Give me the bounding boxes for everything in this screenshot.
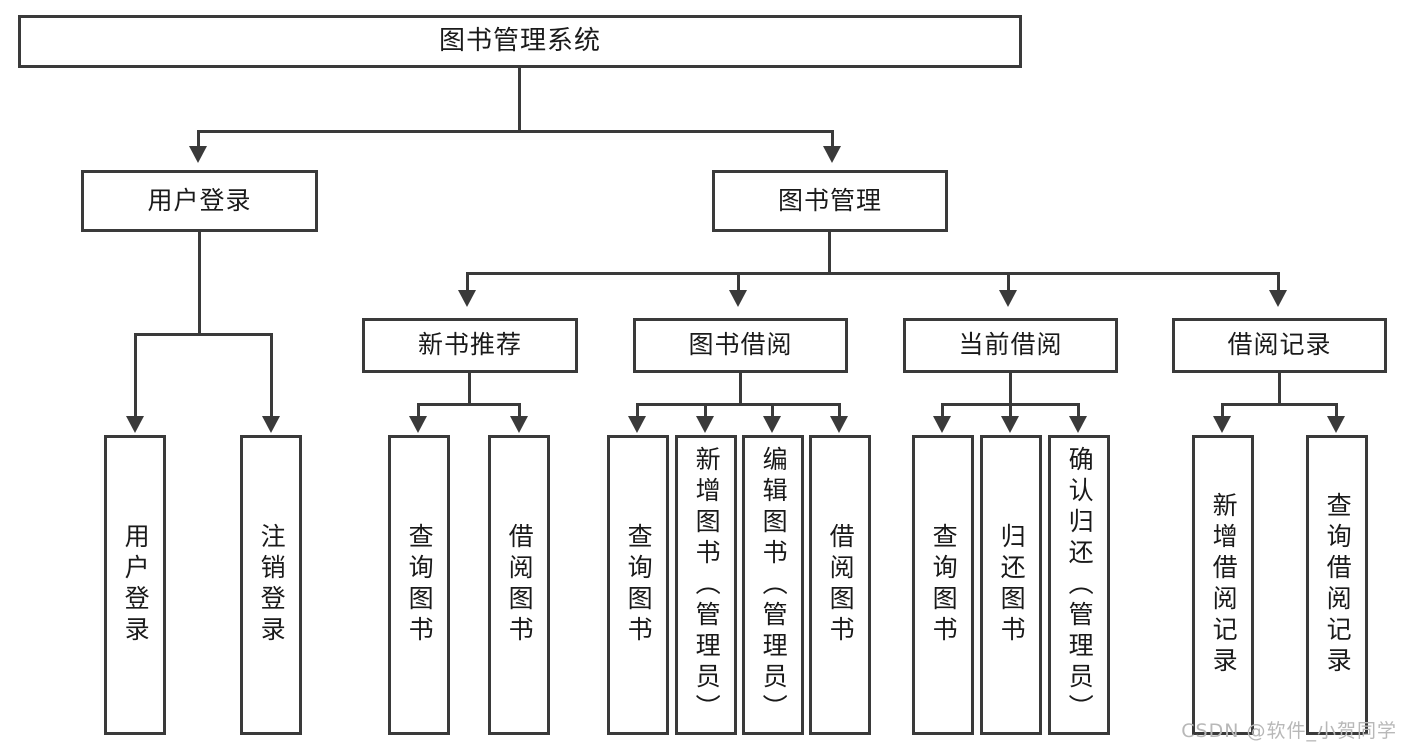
arrow-bm-to-current-borrow (999, 290, 1017, 307)
node-label: 编辑图书（管理员） (759, 445, 789, 725)
connector-book-management-bus (466, 272, 1280, 275)
connector-root-to-book-management (831, 130, 834, 148)
connector-user-login-trunk (198, 232, 201, 335)
leaf-edit-book-admin[interactable]: 编辑图书（管理员） (742, 435, 804, 735)
arrow-new-book-to-leaf-1 (409, 416, 427, 433)
arrow-br-to-leaf-1 (1213, 416, 1231, 433)
arrow-bb-to-leaf-3 (763, 416, 781, 433)
node-label: 图书管理 (777, 185, 882, 215)
arrow-user-login-to-leaf-1 (126, 416, 144, 433)
connector-new-book-trunk (468, 373, 471, 405)
arrow-bm-to-new-book (458, 290, 476, 307)
connector-bb-to-leaf-4 (838, 403, 841, 418)
node-book-management[interactable]: 图书管理 (712, 170, 948, 232)
csdn-watermark: CSDN @软件_小贺同学 (1181, 720, 1397, 742)
connector-root-to-user-login (197, 130, 200, 148)
node-book-management-system[interactable]: 图书管理系统 (18, 15, 1022, 68)
connector-book-management-trunk (828, 232, 831, 274)
node-label: 借阅图书 (826, 523, 856, 647)
connector-borrow-record-trunk (1278, 373, 1281, 405)
node-new-book-recommend[interactable]: 新书推荐 (362, 318, 578, 373)
connector-new-book-to-leaf-2 (518, 403, 521, 418)
node-label: 查询图书 (405, 523, 435, 647)
arrow-cb-to-leaf-3 (1069, 416, 1087, 433)
connector-user-login-to-leaf-1 (134, 333, 137, 418)
node-user-login[interactable]: 用户登录 (81, 170, 318, 232)
arrow-bm-to-borrow-record (1269, 290, 1287, 307)
connector-user-login-bus (134, 333, 273, 336)
leaf-return-book[interactable]: 归还图书 (980, 435, 1042, 735)
connector-root-trunk (518, 68, 521, 130)
leaf-logout[interactable]: 注销登录 (240, 435, 302, 735)
leaf-query-book-recommend[interactable]: 查询图书 (388, 435, 450, 735)
node-label: 用户登录 (121, 523, 151, 647)
connector-new-book-to-leaf-1 (417, 403, 420, 418)
leaf-add-book-admin[interactable]: 新增图书（管理员） (675, 435, 737, 735)
leaf-query-borrow-record[interactable]: 查询借阅记录 (1306, 435, 1368, 735)
connector-bm-to-borrow-record (1277, 272, 1280, 292)
leaf-query-book-current[interactable]: 查询图书 (912, 435, 974, 735)
leaf-add-borrow-record[interactable]: 新增借阅记录 (1192, 435, 1254, 735)
connector-bm-to-book-borrow (737, 272, 740, 292)
connector-root-bus (197, 130, 834, 133)
leaf-user-login[interactable]: 用户登录 (104, 435, 166, 735)
arrow-cb-to-leaf-1 (933, 416, 951, 433)
connector-book-borrow-trunk (739, 373, 742, 405)
node-label: 借阅图书 (505, 523, 535, 647)
arrow-user-login-to-leaf-2 (262, 416, 280, 433)
connector-new-book-bus (417, 403, 521, 406)
arrow-root-to-user-login (189, 146, 207, 163)
node-label: 图书借阅 (688, 330, 793, 360)
node-label: 查询图书 (929, 523, 959, 647)
arrow-bb-to-leaf-4 (830, 416, 848, 433)
node-label: 归还图书 (997, 523, 1027, 647)
connector-bm-to-new-book (466, 272, 469, 292)
connector-cb-to-leaf-3 (1077, 403, 1080, 418)
arrow-bm-to-book-borrow (729, 290, 747, 307)
arrow-cb-to-leaf-2 (1001, 416, 1019, 433)
connector-br-to-leaf-2 (1335, 403, 1338, 418)
connector-borrow-record-bus (1221, 403, 1338, 406)
node-label: 图书管理系统 (438, 25, 601, 56)
leaf-query-book-borrow[interactable]: 查询图书 (607, 435, 669, 735)
arrow-br-to-leaf-2 (1327, 416, 1345, 433)
connector-user-login-to-leaf-2 (270, 333, 273, 418)
arrow-bb-to-leaf-2 (696, 416, 714, 433)
node-borrow-record[interactable]: 借阅记录 (1172, 318, 1387, 373)
node-label: 确认归还（管理员） (1065, 445, 1095, 725)
node-label: 当前借阅 (958, 330, 1063, 360)
connector-bb-to-leaf-2 (704, 403, 707, 418)
connector-cb-to-leaf-1 (941, 403, 944, 418)
leaf-borrow-book-recommend[interactable]: 借阅图书 (488, 435, 550, 735)
connector-current-borrow-trunk (1009, 373, 1012, 405)
arrow-new-book-to-leaf-2 (510, 416, 528, 433)
connector-bm-to-current-borrow (1007, 272, 1010, 292)
node-label: 新增图书（管理员） (692, 445, 722, 725)
node-current-borrow[interactable]: 当前借阅 (903, 318, 1118, 373)
node-label: 借阅记录 (1227, 330, 1332, 360)
node-label: 用户登录 (147, 185, 252, 215)
node-label: 新书推荐 (417, 330, 522, 360)
arrow-bb-to-leaf-1 (628, 416, 646, 433)
node-book-borrow[interactable]: 图书借阅 (633, 318, 848, 373)
connector-br-to-leaf-1 (1221, 403, 1224, 418)
connector-bb-to-leaf-3 (771, 403, 774, 418)
node-label: 新增借阅记录 (1209, 492, 1239, 678)
leaf-confirm-return-admin[interactable]: 确认归还（管理员） (1048, 435, 1110, 735)
connector-book-borrow-bus (636, 403, 840, 406)
connector-bb-to-leaf-1 (636, 403, 639, 418)
leaf-borrow-book[interactable]: 借阅图书 (809, 435, 871, 735)
node-label: 查询图书 (624, 523, 654, 647)
connector-cb-to-leaf-2 (1009, 403, 1012, 418)
arrow-root-to-book-management (823, 146, 841, 163)
node-label: 注销登录 (257, 523, 287, 647)
node-label: 查询借阅记录 (1323, 492, 1353, 678)
